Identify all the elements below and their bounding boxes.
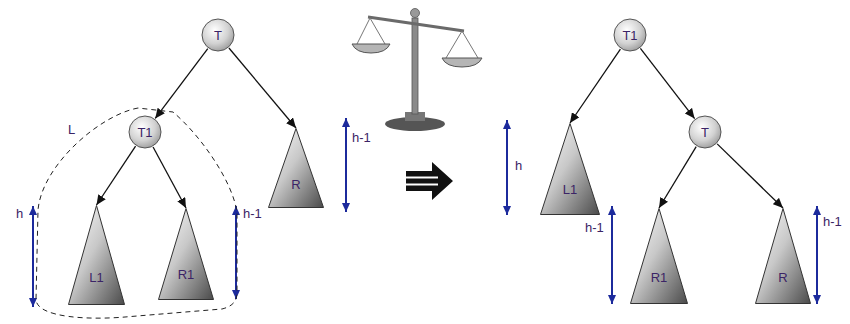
tree-node-circle: T (688, 115, 722, 149)
subtree-region: L T1L1 R1 (30, 100, 242, 322)
node-outline (268, 128, 324, 208)
balance-scale (352, 9, 482, 132)
node-outline (630, 208, 688, 304)
node-label: L1 (89, 270, 103, 285)
node-outline (158, 208, 214, 300)
node-label: R1 (178, 267, 195, 282)
node-label: T (214, 28, 222, 43)
height-label: h-1 (585, 220, 604, 235)
node-label: T (701, 125, 709, 140)
tree-node-circle: T1 (613, 18, 647, 52)
height-label: h (515, 158, 522, 173)
tree-edge (97, 146, 136, 205)
subtree-triangle: R1 (630, 208, 688, 304)
tree-edge (717, 144, 783, 208)
tree-edge (155, 49, 208, 119)
node-label: R1 (651, 270, 668, 285)
height-label: h-1 (823, 214, 842, 229)
tree-edge (229, 48, 296, 128)
node-label: L1 (563, 182, 577, 197)
node-outline (540, 123, 600, 215)
tree-node-circle: T1 (128, 115, 162, 149)
tree-edge (659, 147, 696, 208)
subtree-triangle: L1 (540, 123, 600, 215)
node-outline (68, 205, 125, 305)
node-label: T1 (622, 28, 637, 43)
subtree-triangle: R (755, 208, 811, 304)
node-label: R (778, 270, 787, 285)
height-label: h-1 (352, 130, 371, 145)
node-label: L (68, 100, 75, 137)
height-label: h (16, 206, 23, 221)
transform-arrow (406, 162, 453, 200)
tree-edge (570, 49, 620, 123)
tree-edge (640, 48, 694, 118)
node-label: T1 (137, 125, 152, 140)
node-label: R (291, 177, 300, 192)
tree-node-circle: T (201, 18, 235, 52)
height-label: h-1 (243, 206, 262, 221)
subtree-triangle: L1 (68, 205, 125, 305)
node-outline (755, 208, 811, 304)
tree-edge (153, 147, 186, 208)
subtree-triangle: R (268, 128, 324, 208)
subtree-triangle: R1 (158, 208, 214, 300)
